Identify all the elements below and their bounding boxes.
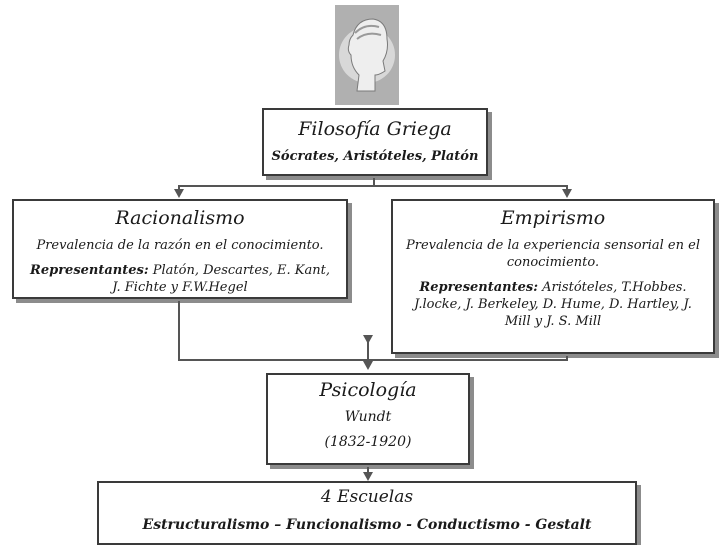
- psychology-box: Psicología Wundt (1832-1920): [266, 373, 470, 465]
- connector-merge-horizontal: [178, 359, 568, 361]
- empiricism-representatives-label: Representantes:: [419, 280, 539, 295]
- psychology-years: (1832-1920): [324, 434, 412, 450]
- arrow-to-racionalismo: [174, 189, 184, 198]
- greek-philosophy-box: Filosofía Griega Sócrates, Aristóteles, …: [262, 108, 488, 176]
- empiricism-title: Empirismo: [500, 207, 606, 229]
- rationalism-title: Racionalismo: [115, 207, 245, 229]
- psychology-title: Psicología: [319, 379, 417, 401]
- rationalism-representatives-text: Platón, Descartes, E. Kant, J. Fichte y …: [112, 263, 330, 295]
- rationalism-box: Racionalismo Prevalencia de la razón en …: [12, 199, 348, 299]
- empiricism-representatives-text: Aristóteles, T.Hobbes. J.locke, J. Berke…: [414, 280, 692, 329]
- connector-merge-down: [367, 339, 369, 361]
- rationalism-description: Prevalencia de la razón en el conocimien…: [36, 238, 324, 253]
- connector-psicologia-down: [367, 467, 369, 473]
- arrow-merge-marker: [363, 335, 373, 344]
- psychology-author: Wundt: [344, 409, 392, 425]
- greek-philosophy-title: Filosofía Griega: [298, 118, 452, 140]
- connector-branch-horizontal: [178, 185, 568, 187]
- connector-greek-down: [373, 178, 375, 186]
- connector-empirismo-down: [566, 356, 568, 361]
- greek-philosophy-authors: Sócrates, Aristóteles, Platón: [271, 149, 479, 164]
- arrow-to-escuelas: [363, 472, 373, 481]
- empiricism-representatives: Representantes: Aristóteles, T.Hobbes. J…: [401, 279, 705, 330]
- schools-title: 4 Escuelas: [320, 487, 414, 507]
- rationalism-representatives-label: Representantes:: [30, 263, 149, 278]
- arrow-to-empirismo: [562, 189, 572, 198]
- greek-bust-icon: [335, 5, 399, 105]
- rationalism-representatives: Representantes: Platón, Descartes, E. Ka…: [24, 262, 336, 296]
- arrow-to-psicologia: [363, 361, 373, 370]
- empiricism-box: Empirismo Prevalencia de la experiencia …: [391, 199, 715, 354]
- connector-left-down: [178, 185, 180, 190]
- empiricism-description: Prevalencia de la experiencia sensorial …: [406, 238, 700, 270]
- connector-right-down: [566, 185, 568, 190]
- schools-list: Estructuralismo – Funcionalismo - Conduc…: [142, 517, 592, 533]
- schools-box: 4 Escuelas Estructuralismo – Funcionalis…: [97, 481, 637, 545]
- connector-racionalismo-down: [178, 301, 180, 361]
